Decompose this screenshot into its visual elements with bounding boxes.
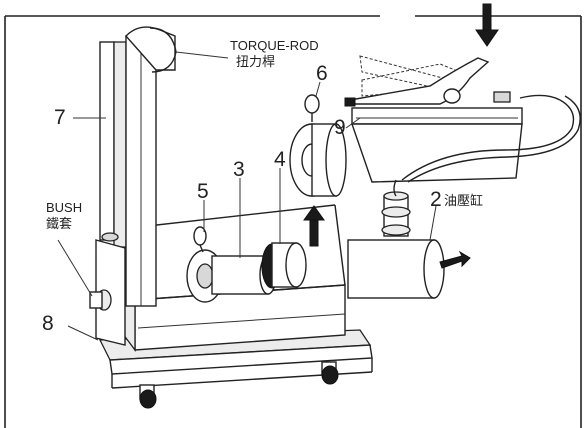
labels: TORQUE-ROD 扭力桿 BUSH 鐵套 2 油壓缸 3 4 5 6 7 8… — [42, 38, 483, 335]
hydraulic-pump-9 — [351, 94, 581, 197]
hydraulic-cylinder-2 — [347, 191, 445, 299]
hook-ring-6 — [289, 94, 347, 197]
torque-rod-label-zh: 扭力桿 — [236, 55, 275, 70]
callout-9: 9 — [334, 116, 346, 139]
caster-wheel-left — [139, 384, 157, 409]
cylinder-label-zh: 油壓缸 — [444, 193, 483, 209]
callout-7: 7 — [54, 106, 66, 129]
callout-8: 8 — [42, 312, 54, 335]
callout-2: 2 — [430, 188, 442, 211]
bush-label: BUSH — [46, 200, 82, 215]
frame-border — [4, 15, 582, 428]
callout-6: 6 — [316, 62, 328, 85]
upright-column — [99, 26, 177, 307]
up-arrow-icon — [303, 205, 325, 247]
bearing-ring-4 — [261, 242, 307, 289]
callout-5: 5 — [197, 180, 209, 203]
torque-rod-label: TORQUE-ROD — [230, 38, 319, 53]
caster-wheel-right — [321, 361, 339, 385]
down-arrow-icon — [475, 3, 499, 47]
bush-label-zh: 鐵套 — [46, 216, 72, 232]
callout-4: 4 — [274, 148, 286, 171]
bush-end-plate — [89, 232, 126, 346]
leader-lines — [57, 51, 437, 341]
callout-3: 3 — [233, 158, 245, 181]
pump-handle — [344, 55, 511, 107]
tray — [119, 204, 346, 352]
right-arrow-icon — [439, 250, 471, 269]
